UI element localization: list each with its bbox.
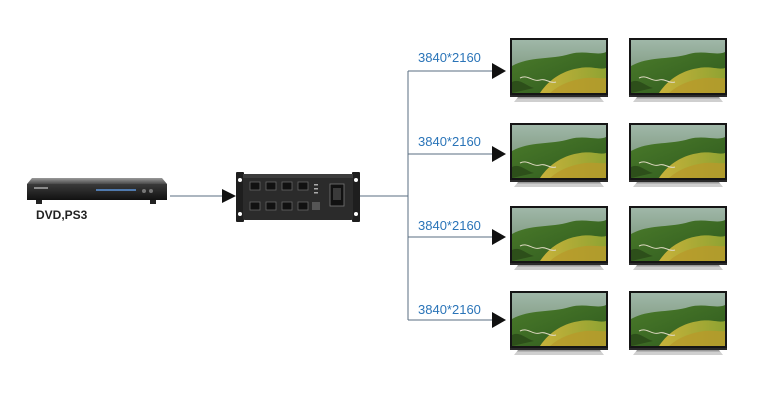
branch-arrow-3 [492,229,506,245]
tv-display-icon [629,38,727,102]
branch-arrow-2 [492,146,506,162]
resolution-label-4: 3840*2160 [418,302,481,317]
tv-display-icon [629,123,727,187]
branch-arrow-4 [492,312,506,328]
tv-display-icon [510,123,608,187]
source-label: DVD,PS3 [36,208,88,222]
resolution-label-2: 3840*2160 [418,134,481,149]
tv-display-icon [629,206,727,270]
tv-display-icon [510,291,608,355]
tv-display-icon [510,206,608,270]
tv-display-icon [510,38,608,102]
resolution-label-1: 3840*2160 [418,50,481,65]
splitter-input-arrow [222,189,236,203]
branch-arrow-1 [492,63,506,79]
dvd-player-icon [27,178,167,204]
splitter-device-icon [236,172,360,222]
resolution-label-3: 3840*2160 [418,218,481,233]
tv-display-icon [629,291,727,355]
